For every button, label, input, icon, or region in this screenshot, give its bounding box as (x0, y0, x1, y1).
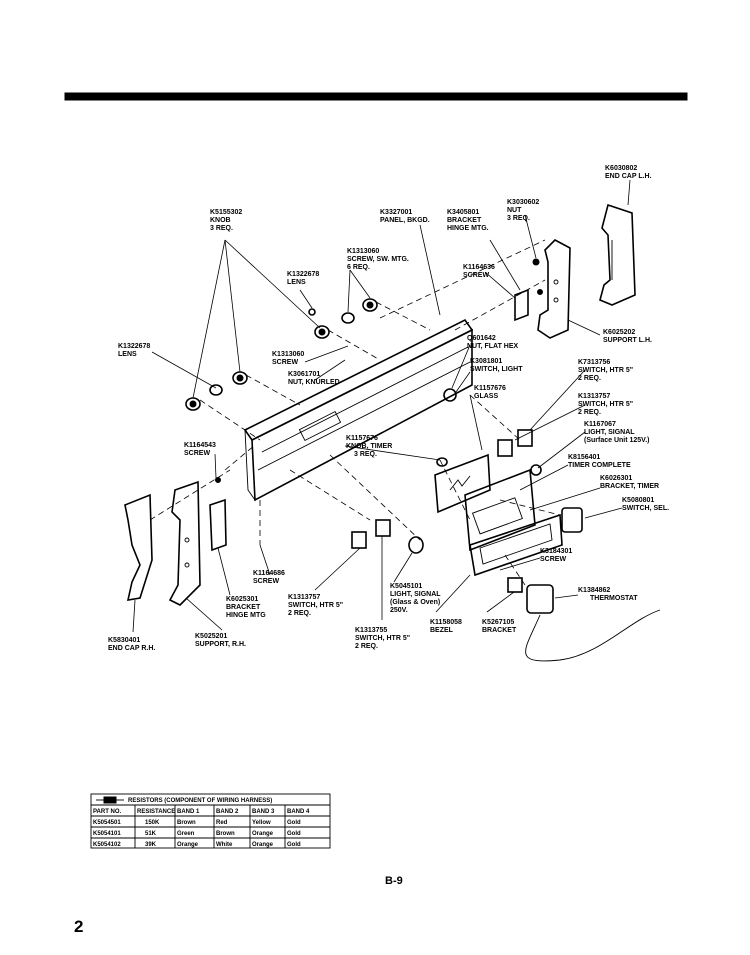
table-cell: Gold (287, 820, 301, 826)
top-rule (64, 92, 688, 101)
thermostat-drawing (507, 577, 661, 662)
table-cell: K5054102 (93, 842, 121, 848)
table-cell: Yellow (252, 820, 271, 826)
table-header-band-3: BAND 3 (252, 809, 275, 815)
table-cell: 150K (145, 820, 160, 826)
table-cell: Gold (287, 831, 301, 837)
left-assembly-drawing (124, 477, 227, 606)
table-cell: Orange (252, 842, 274, 848)
end-cap-lh-drawing (599, 203, 636, 306)
panel-bkgd-drawing (243, 318, 474, 502)
page-number: 2 (74, 917, 83, 936)
table-header-resistance: RESISTANCE (137, 809, 175, 815)
support-lh-drawing (537, 239, 571, 339)
table-cell: Orange (177, 842, 199, 848)
table-cell: 51K (145, 831, 157, 837)
sheet-code: B-9 (385, 875, 403, 887)
table-header-band-1: BAND 1 (177, 809, 200, 815)
resistor-table-title: RESISTORS (COMPONENT OF WIRING HARNESS) (128, 798, 272, 804)
table-cell: 39K (145, 842, 157, 848)
table-cell: K5054501 (93, 820, 121, 826)
table-cell: Gold (287, 842, 301, 848)
table-cell: Green (177, 831, 195, 837)
exploded-view-drawing (124, 179, 661, 662)
table-header-part-no: PART NO. (93, 809, 122, 815)
leader-lines (132, 179, 631, 633)
table-cell: Brown (177, 820, 196, 826)
bracket-hinge-top-drawing (514, 258, 543, 322)
table-cell: Brown (216, 831, 235, 837)
table-header-band-2: BAND 2 (216, 809, 239, 815)
switches-drawing (351, 388, 542, 554)
glass-timer-bezel-drawing (434, 453, 583, 577)
table-cell: K5054101 (93, 831, 121, 837)
table-cell: Orange (252, 831, 274, 837)
table-cell: Red (216, 820, 228, 826)
resistor-table: RESISTORS (COMPONENT OF WIRING HARNESS) … (90, 793, 331, 849)
table-cell: White (216, 842, 233, 848)
resistor-symbol-icon (96, 796, 124, 804)
table-header-band-4: BAND 4 (287, 809, 310, 815)
